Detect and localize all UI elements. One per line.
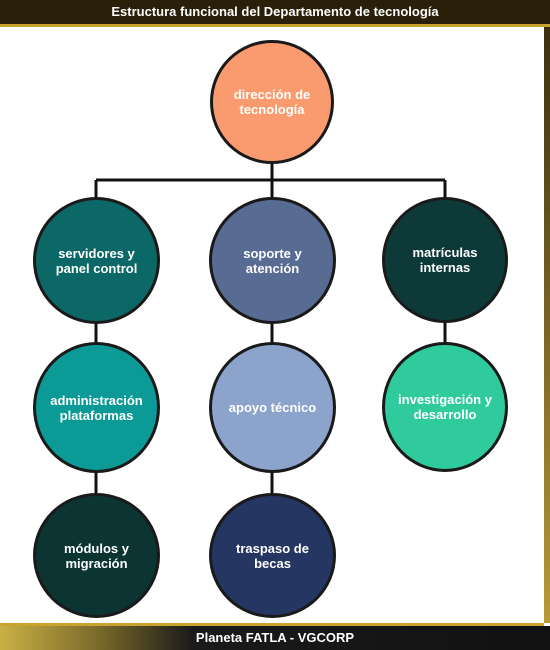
node-investigacion: investigación y desarrollo (382, 342, 508, 472)
node-servidores-label: servidores y panel control (55, 245, 138, 276)
node-modulos-label: módulos y migración (63, 540, 129, 571)
node-apoyo-label: apoyo técnico (228, 400, 317, 415)
node-traspaso-label: traspaso de becas (236, 540, 309, 571)
right-border (544, 27, 550, 623)
footer-text: Planeta FATLA - VGCORP (195, 630, 355, 645)
header-divider (0, 24, 550, 27)
node-servidores: servidores y panel control (33, 197, 160, 324)
footer-bar: Planeta FATLA - VGCORP (0, 626, 550, 650)
node-administracion-label: administración plataformas (50, 392, 143, 423)
node-apoyo: apoyo técnico (209, 342, 336, 473)
node-direccion-label: dirección de tecnología (233, 87, 311, 117)
node-direccion: dirección de tecnología (210, 40, 334, 164)
page-title: Estructura funcional del Departamento de… (111, 4, 439, 19)
footer-divider (0, 623, 544, 626)
node-matriculas-label: matrículas internas (412, 245, 478, 275)
node-investigacion-label: investigación y desarrollo (398, 392, 492, 422)
node-traspaso: traspaso de becas (209, 493, 336, 618)
node-modulos: módulos y migración (33, 493, 160, 618)
node-matriculas: matrículas internas (382, 197, 508, 323)
node-soporte: soporte y atención (209, 197, 336, 324)
node-soporte-label: soporte y atención (243, 245, 302, 276)
node-administracion: administración plataformas (33, 342, 160, 473)
header-bar: Estructura funcional del Departamento de… (0, 0, 550, 24)
